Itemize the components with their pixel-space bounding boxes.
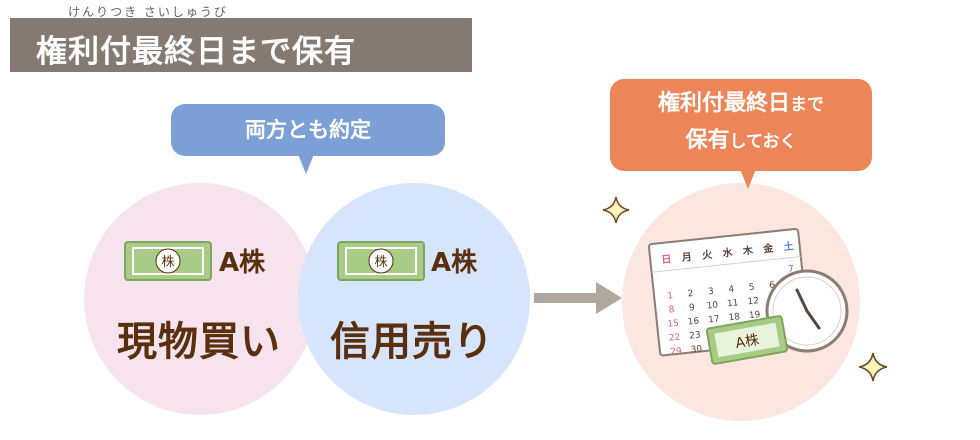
left-stock-label: A株: [219, 242, 265, 279]
calendar-day: 30: [690, 344, 703, 355]
calendar-day: 22: [668, 333, 680, 344]
hold-bubble-tail: [740, 169, 756, 189]
hold-line2-big: 保有: [686, 128, 730, 153]
calendar-weekday: 月: [680, 251, 692, 264]
page-title: 権利付最終日まで保有: [36, 26, 356, 71]
calendar-day: 3: [708, 287, 715, 298]
calendar-day: 1: [667, 291, 674, 302]
calendar-day: 29: [670, 346, 683, 357]
calendar-day: 23: [689, 330, 701, 341]
margin-sell-label: 信用売り: [330, 309, 494, 367]
stock-certificate-icon: A株: [706, 312, 788, 368]
sparkle-icon: [602, 196, 630, 224]
right-ticket-text: 株: [374, 255, 387, 270]
hold-line2-small: しておく: [730, 132, 797, 152]
both-executed-bubble-tail: [298, 154, 314, 174]
right-stock-label: A株: [431, 242, 477, 279]
hold-line1-big: 権利付最終日: [658, 91, 790, 116]
both-executed-label: 両方とも約定: [171, 104, 445, 156]
cash-buy-label: 現物買い: [117, 309, 281, 367]
sparkle-icon: [858, 352, 888, 382]
calendar-weekday: 土: [783, 239, 794, 253]
calendar-day: 11: [727, 298, 739, 309]
arrow-right-icon: [534, 278, 624, 318]
calendar-day: 2: [687, 289, 694, 300]
calendar-day: 12: [747, 296, 759, 307]
stock-certificate-icon: 株: [124, 241, 212, 281]
calendar-day: 5: [748, 283, 755, 294]
calendar-day: 16: [687, 316, 700, 327]
hold-bubble-label: 権利付最終日まで 保有しておく: [610, 86, 872, 160]
cash-buy-circle: [84, 183, 316, 415]
stock-certificate-icon: 株: [337, 241, 425, 281]
margin-sell-circle: [298, 183, 530, 415]
calendar-day: 10: [706, 300, 719, 311]
calendar-weekday: 日: [661, 253, 672, 266]
hold-line1-small: まで: [790, 95, 824, 115]
calendar-day: 15: [667, 319, 679, 330]
left-ticket-text: 株: [161, 255, 174, 270]
